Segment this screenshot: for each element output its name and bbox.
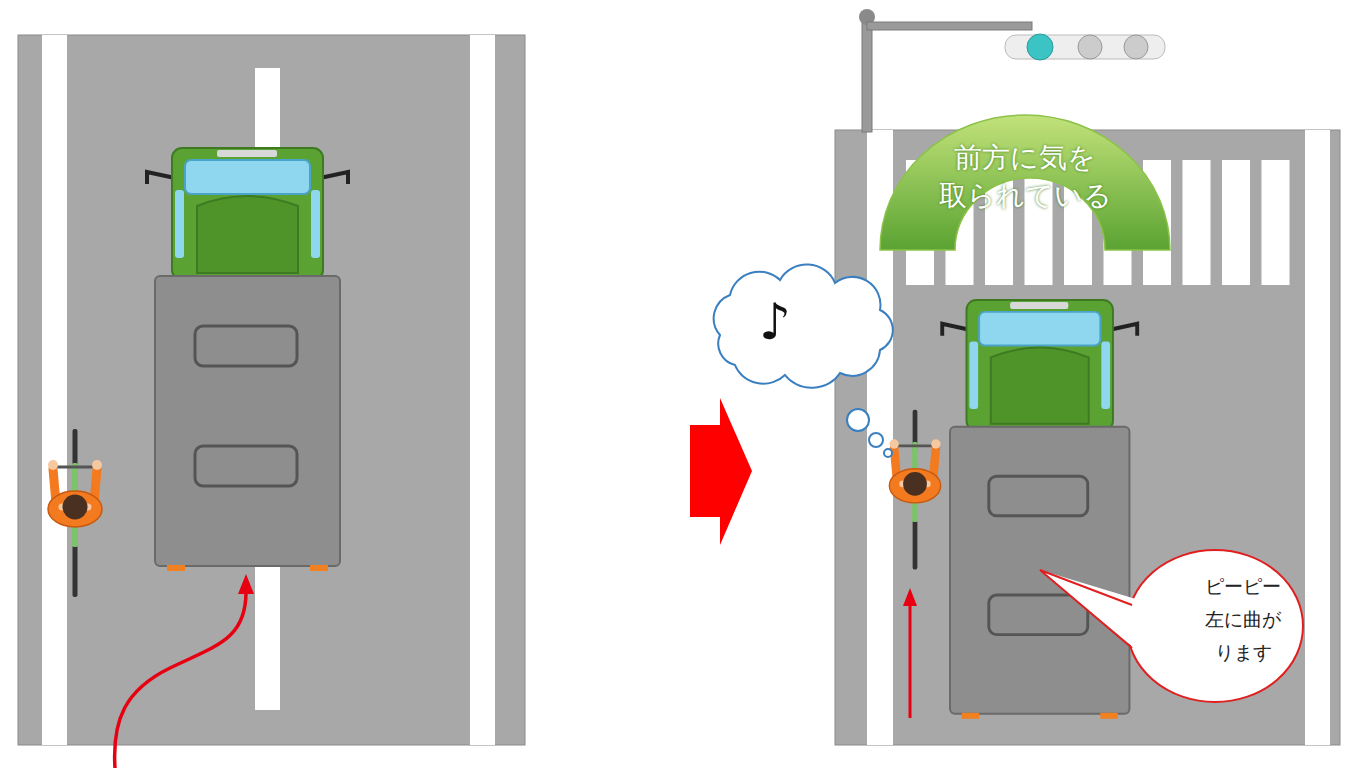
node-text: ピーピー 左に曲が ります xyxy=(1197,570,1289,669)
path-arrow-head xyxy=(238,574,254,594)
signal-light-green xyxy=(1027,34,1053,60)
thought-puff xyxy=(869,433,883,447)
lane-line xyxy=(42,35,67,745)
bubble-tail xyxy=(1040,570,1132,648)
thought-cloud: ♪ xyxy=(690,265,902,385)
thought-puff xyxy=(884,449,892,457)
crosswalk-stripe xyxy=(1183,160,1211,285)
text-area: 前方に気を 取られている xyxy=(930,139,1120,215)
cyclist xyxy=(48,429,102,597)
truck xyxy=(942,300,1137,719)
text-area: ピーピー 左に曲が ります xyxy=(1197,570,1289,669)
movement-arrow xyxy=(909,604,912,718)
signal-arm xyxy=(867,22,1032,30)
attention-arc: 前方に気を 取られている xyxy=(880,112,1170,252)
thought-puff xyxy=(847,409,869,431)
node-text: 前方に気を 取られている xyxy=(930,139,1120,215)
crosswalk-stripe xyxy=(1222,160,1250,285)
signal-housing xyxy=(1005,35,1165,59)
text-area: ♪ xyxy=(730,287,820,357)
cloud-outline xyxy=(714,265,893,388)
transition-arrow xyxy=(690,425,723,517)
transition-arrow-head xyxy=(720,398,752,545)
lane-line xyxy=(470,35,495,745)
signal-light xyxy=(1124,35,1148,59)
signal-light xyxy=(1078,35,1102,59)
truck xyxy=(147,148,348,571)
lane-line xyxy=(1305,130,1330,745)
arc-band xyxy=(880,115,1170,250)
cyclist xyxy=(889,410,940,570)
crosswalk-stripe xyxy=(1262,160,1290,285)
movement-arrow-head xyxy=(903,588,917,606)
signal-pole xyxy=(862,18,872,132)
node-text: ♪ xyxy=(759,287,791,357)
road xyxy=(18,35,525,745)
speech-bubble: ピーピー 左に曲が ります xyxy=(1125,548,1305,706)
bubble-tail-fill xyxy=(1040,570,1139,652)
bubble-outline xyxy=(1127,550,1303,702)
path-arrow xyxy=(115,592,246,768)
node-outline xyxy=(690,265,902,385)
